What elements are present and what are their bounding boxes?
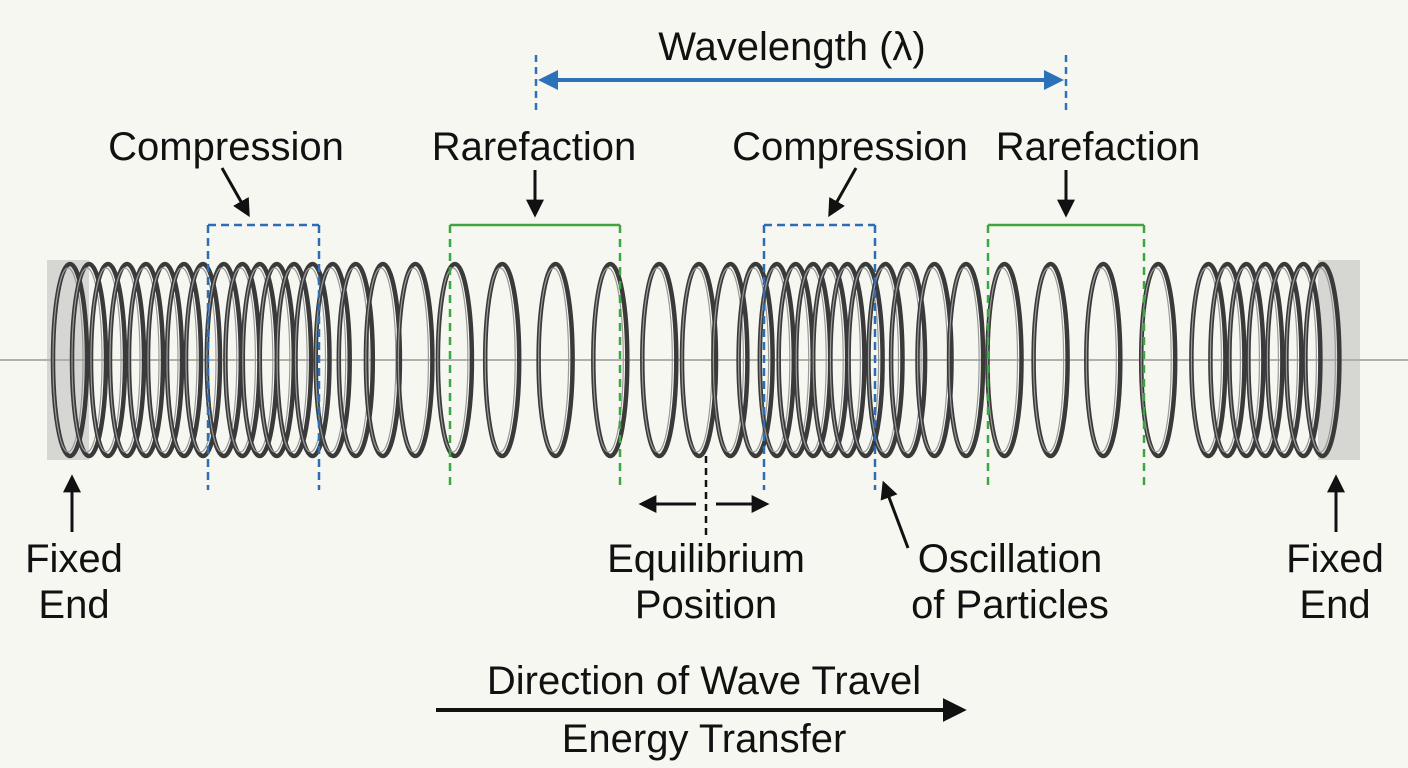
rarefaction-label-2: Rarefaction — [995, 125, 1201, 169]
spring-coil-highlight — [592, 267, 624, 453]
compression-1-pointer — [220, 167, 250, 218]
spring-coil-highlight — [847, 267, 880, 453]
spring-coil-highlight — [890, 267, 922, 453]
equilibrium-line-2: Position — [634, 583, 778, 627]
spring-coil-highlight — [128, 267, 160, 453]
spring-coil-highlight — [259, 267, 291, 453]
oscillation-line-1: Oscillation — [917, 537, 1103, 581]
oscillation-label: Oscillation of Particles — [860, 536, 1160, 628]
compression-bracket-2 — [762, 223, 877, 490]
equilibrium-marker — [638, 456, 770, 538]
spring-coil-highlight — [1032, 267, 1065, 453]
compression-bracket-1 — [206, 223, 321, 490]
oscillation-pointer — [880, 480, 910, 549]
energy-transfer-label: Energy Transfer — [561, 717, 847, 761]
spring-coil-highlight — [90, 267, 122, 453]
equilibrium-line-1: Equilibrium — [607, 537, 805, 581]
wavelength-bracket — [534, 55, 1068, 112]
spring-coil-highlight — [365, 267, 397, 453]
spring-coil-highlight — [795, 267, 827, 453]
spring-coil-highlight — [1285, 267, 1318, 453]
spring-coil-highlight — [224, 267, 256, 453]
fixed-end-left-line-1: Fixed — [25, 537, 123, 581]
spring-coil-highlight — [109, 267, 141, 453]
spring-coil-highlight — [1304, 267, 1337, 453]
spring-coil-highlight — [641, 267, 673, 453]
spring-coil-highlight — [185, 267, 217, 453]
spring-coil-highlight — [397, 267, 429, 453]
oscillation-line-2: of Particles — [911, 583, 1109, 627]
spring-coil-highlight — [315, 267, 347, 453]
spring-coil-highlight — [484, 267, 516, 453]
spring-coil-highlight — [294, 267, 327, 453]
spring-coil-highlight — [1085, 267, 1117, 453]
rarefaction-label-1: Rarefaction — [431, 125, 637, 169]
rarefaction-bracket-1 — [448, 223, 622, 490]
fixed-end-left-line-2: End — [38, 583, 110, 627]
spring-coil-highlight — [166, 267, 198, 453]
spring-coil-highlight — [778, 267, 810, 453]
spring-coil-highlight — [867, 267, 900, 453]
rarefaction-bracket-2 — [986, 223, 1146, 490]
spring-coil-highlight — [147, 267, 179, 453]
spring-coil-highlight — [537, 267, 570, 453]
spring-coil-highlight — [242, 267, 274, 453]
spring-coil-highlight — [986, 267, 1019, 453]
compression-label-1: Compression — [108, 125, 344, 169]
spring-coils — [50, 261, 1342, 459]
spring-coil-highlight — [52, 267, 84, 453]
spring-coil-highlight — [759, 267, 791, 453]
compression-2-pointer — [828, 167, 858, 218]
wavelength-label: Wavelength (λ) — [658, 25, 926, 69]
spring-coil-highlight — [1190, 267, 1223, 453]
spring-coil-highlight — [71, 267, 103, 453]
compression-label-2: Compression — [732, 125, 968, 169]
fixed-end-label-right: Fixed End — [1262, 536, 1408, 628]
fixed-end-right-line-1: Fixed — [1286, 537, 1384, 581]
spring-coil-highlight — [1266, 267, 1299, 453]
spring-coil-highlight — [437, 267, 469, 453]
spring-coil-highlight — [1247, 267, 1280, 453]
spring-coil-highlight — [276, 267, 308, 453]
spring-coil-highlight — [1140, 267, 1172, 453]
wave-direction-label: Direction of Wave Travel — [486, 659, 922, 703]
spring-coil-highlight — [812, 267, 844, 453]
equilibrium-label: Equilibrium Position — [554, 536, 858, 628]
fixed-end-right-line-2: End — [1299, 583, 1371, 627]
spring-coil-highlight — [737, 267, 770, 453]
fixed-end-label-left: Fixed End — [0, 536, 148, 628]
spring-coil-highlight — [712, 267, 745, 453]
spring-coil-highlight — [338, 267, 370, 453]
spring-coil-highlight — [1209, 267, 1242, 453]
spring-coil-highlight — [1228, 267, 1261, 453]
spring-coil-highlight — [829, 267, 862, 453]
spring-coil-highlight — [948, 267, 980, 453]
